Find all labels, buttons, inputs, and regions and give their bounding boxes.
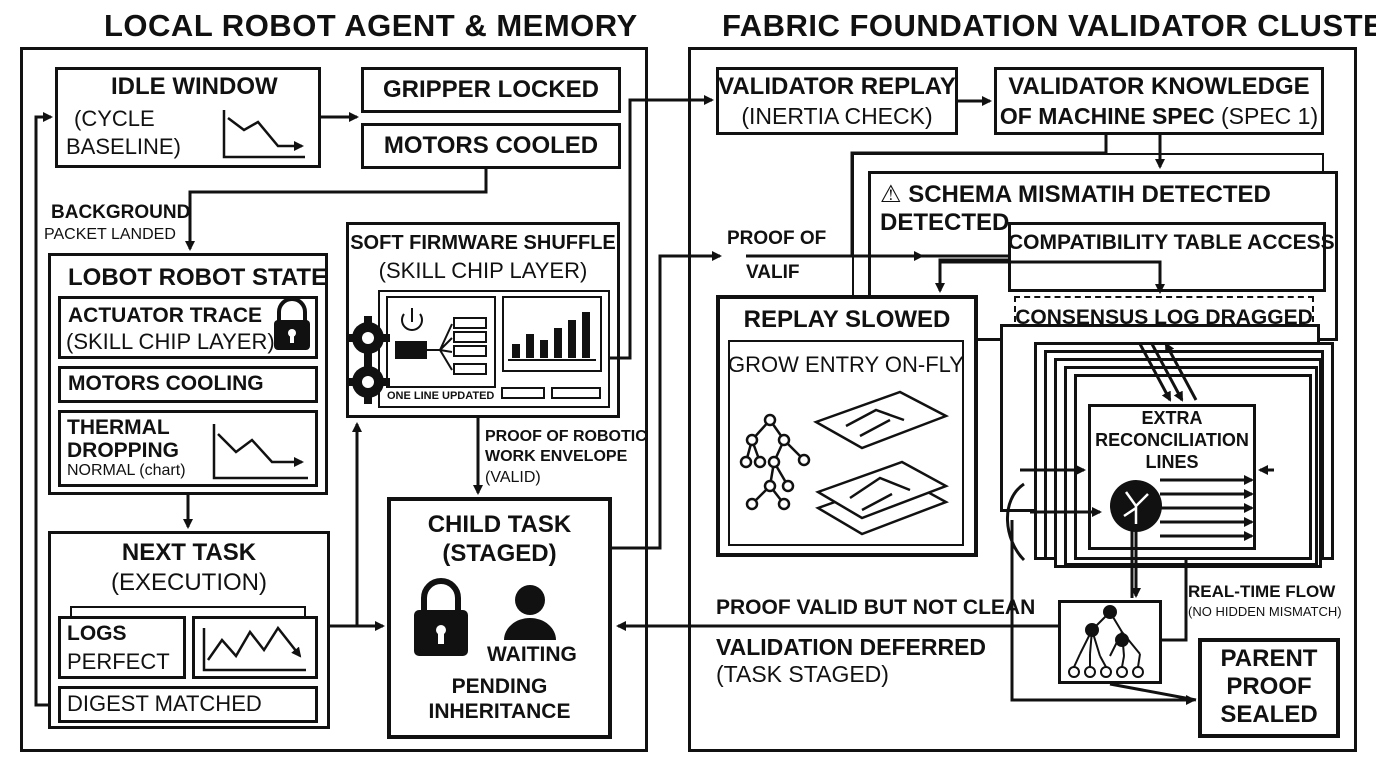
thermal-box — [58, 410, 318, 487]
parent-line2: PROOF — [1226, 673, 1312, 700]
parent-line3: SEALED — [1220, 701, 1318, 728]
thermal-line-chart-icon — [212, 424, 308, 480]
child-task-title2: (STAGED) — [442, 540, 557, 567]
packet-landed-label: PACKET LANDED — [44, 226, 176, 243]
firmware-caption: ONE LINE UPDATED — [387, 390, 495, 402]
validator-knowledge-box — [994, 67, 1324, 135]
consensus-log-label: CONSENSUS LOG DRAGGED — [1015, 306, 1313, 329]
valif-label: VALIF — [746, 262, 800, 283]
parent-proof-box — [1198, 638, 1340, 738]
extra-line1: EXTRA — [1141, 408, 1203, 428]
compat-table-label: COMPATIBILITY TABLE ACCESS — [1008, 231, 1335, 254]
validator-knowledge-line1: VALIDATOR KNOWLEDGE — [1008, 73, 1310, 100]
firmware-title: SOFT FIRMWARE SHUFFLE — [350, 232, 616, 254]
realtime-line2: (NO HIDDEN MISMATCH) — [1188, 604, 1342, 619]
thermal-line1: THERMAL — [67, 416, 170, 439]
lock-icon-child — [414, 578, 468, 656]
thermal-line2: DROPPING — [67, 439, 180, 462]
idle-window-sub2: BASELINE) — [66, 134, 181, 159]
validator-replay-box — [716, 67, 958, 135]
proof-envelope-line1: PROOF OF ROBOTIC — [485, 428, 647, 445]
motors-cooling-box — [58, 366, 318, 403]
logs-box — [58, 616, 186, 679]
spec-version: (SPEC 1) — [1220, 103, 1319, 129]
right-panel-title: FABRIC FOUNDATION VALIDATOR CLUSTER — [722, 8, 1376, 43]
tree-icon-replay — [739, 413, 811, 511]
extra-line3: LINES — [1145, 452, 1199, 472]
compat-table-box — [1008, 222, 1326, 292]
left-panel-title: LOCAL ROBOT AGENT & MEMORY — [104, 8, 638, 43]
actuator-trace-box — [58, 296, 318, 359]
idle-window-sub1: (CYCLE — [74, 106, 155, 131]
background-label: BACKGROUND — [51, 202, 191, 223]
next-task-title: NEXT TASK — [121, 539, 257, 566]
actuator-trace-title: ACTUATOR TRACE — [68, 304, 263, 327]
power-icon — [401, 308, 423, 331]
robot-state-title: LOBOT ROBOT STATE — [68, 264, 328, 291]
next-task-sub: (EXECUTION) — [111, 569, 267, 596]
proof-of-label: PROOF OF — [727, 228, 827, 249]
next-task-stack-edge — [70, 606, 306, 616]
pending-line1: PENDING — [451, 675, 548, 698]
proof-envelope-line3: (VALID) — [485, 469, 541, 486]
gripper-locked-box — [361, 67, 621, 113]
grow-entry-label: GROW ENTRY ON-FLY — [728, 352, 964, 377]
proof-valid-label: PROOF VALID BUT NOT CLEAN — [716, 596, 1036, 619]
motors-cooled-label: MOTORS COOLED — [383, 132, 599, 159]
logs-perfect: PERFECT — [67, 649, 170, 674]
replay-slowed-title: REPLAY SLOWED — [743, 306, 951, 333]
motors-cooled-box — [361, 123, 621, 169]
digest-label: DIGEST MATCHED — [67, 691, 262, 716]
extra-line2: RECONCILIATION — [1095, 430, 1249, 450]
layers-icon — [813, 390, 950, 536]
validator-knowledge-line2: OF MACHINE SPEC (SPEC 1) — [994, 103, 1324, 130]
network-tree-icon — [1068, 605, 1144, 678]
thermal-line3: NORMAL (chart) — [67, 462, 186, 479]
idle-window-title: IDLE WINDOW — [111, 73, 278, 100]
wiring-diagram-icon — [395, 317, 487, 375]
child-task-title1: CHILD TASK — [427, 511, 572, 538]
validator-replay-title: VALIDATOR REPLAY — [718, 73, 956, 100]
proof-envelope-line2: WORK ENVELOPE — [485, 448, 628, 465]
brain-icon — [1110, 480, 1162, 532]
waiting-label: WAITING — [487, 643, 577, 666]
lock-icon-actuator — [274, 297, 310, 350]
firmware-sub: (SKILL CHIP LAYER) — [378, 258, 588, 283]
validator-replay-sub: (INERTIA CHECK) — [741, 103, 933, 129]
parent-line1: PARENT — [1220, 645, 1318, 672]
warning-icon: ⚠ — [880, 181, 902, 208]
gear-icon — [346, 316, 390, 404]
bar-chart-icon — [508, 312, 596, 361]
pending-line2: INHERITANCE — [428, 700, 571, 723]
schema-line2: DETECTED — [880, 209, 1010, 236]
deferred-line1: VALIDATION DEFERRED — [716, 634, 987, 660]
idle-line-chart-icon — [222, 110, 305, 159]
idle-window-box — [55, 67, 321, 168]
logs-label: LOGS — [67, 622, 127, 645]
realtime-line1: REAL-TIME FLOW — [1188, 582, 1336, 601]
logs-line-chart-icon — [202, 625, 306, 672]
deferred-line2: (TASK STAGED) — [716, 661, 889, 687]
machine-spec-label: OF MACHINE SPEC — [999, 103, 1215, 129]
extra-reconciliation-box — [1088, 404, 1256, 550]
digest-box — [58, 686, 318, 723]
schema-line1: ⚠ SCHEMA MISMATIH DETECTED — [880, 181, 1271, 208]
gripper-locked-label: GRIPPER LOCKED — [382, 76, 600, 103]
person-icon — [504, 585, 556, 640]
actuator-trace-sub: (SKILL CHIP LAYER) — [66, 329, 275, 354]
motors-cooling-label: MOTORS COOLING — [68, 372, 264, 395]
